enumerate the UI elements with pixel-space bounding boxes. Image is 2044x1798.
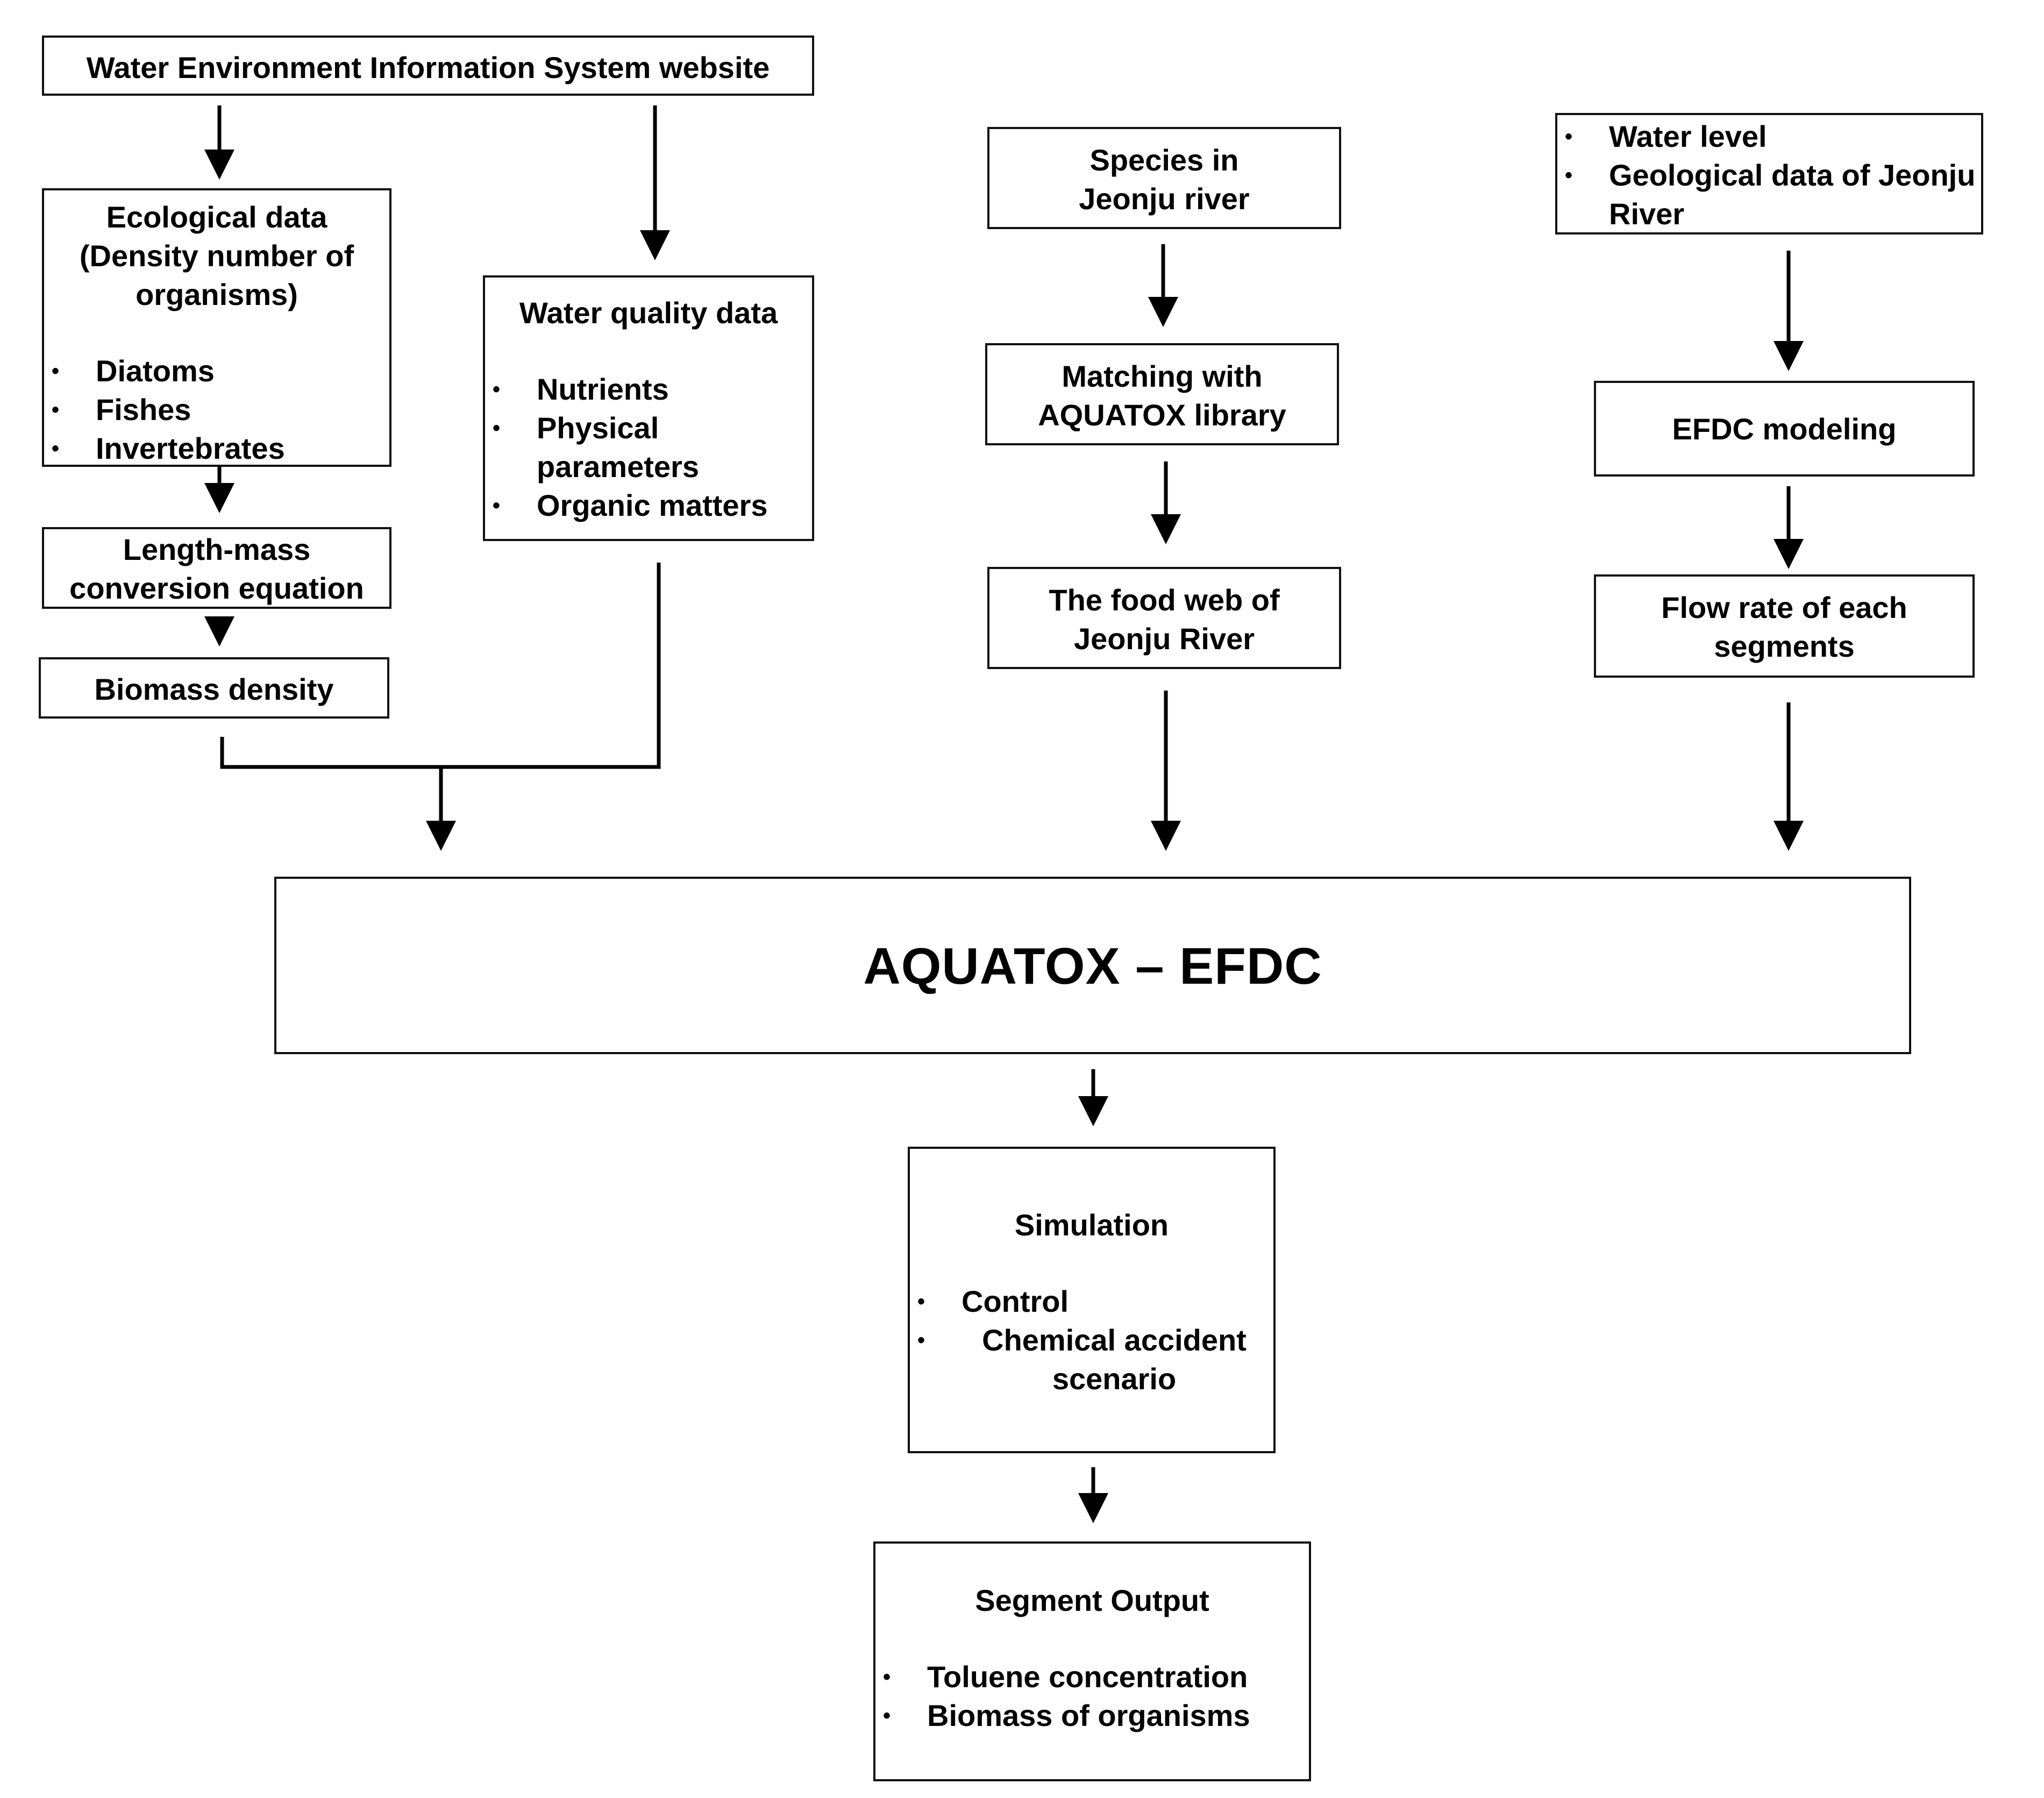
flow-rate-line: segments bbox=[1714, 629, 1855, 663]
list-item: •Chemical accident scenario bbox=[910, 1321, 1273, 1398]
length-mass-box: Length-mass conversion equation bbox=[42, 527, 391, 609]
matching-box: Matching with AQUATOX library bbox=[985, 343, 1339, 445]
list-item: •Fishes bbox=[44, 390, 389, 429]
weis-box: Water Environment Information System web… bbox=[42, 35, 814, 96]
ecological-title-line: (Density number of bbox=[79, 239, 354, 273]
biomass-density-box: Biomass density bbox=[39, 657, 389, 719]
list-item: •Nutrients bbox=[485, 370, 812, 409]
bullet-icon: • bbox=[493, 378, 501, 401]
hydro-inputs-box: •Water level •Geological data of Jeonju … bbox=[1555, 113, 1983, 234]
ecological-data-title: Ecological data (Density number of organ… bbox=[44, 198, 389, 314]
length-mass-line: conversion equation bbox=[69, 571, 364, 605]
species-box: Species in Jeonju river bbox=[987, 127, 1341, 229]
segment-output-list: •Toluene concentration •Biomass of organ… bbox=[875, 1658, 1309, 1735]
ecological-data-box: Ecological data (Density number of organ… bbox=[42, 188, 391, 467]
species-line: Species in bbox=[1089, 143, 1239, 177]
bullet-icon: • bbox=[883, 1704, 891, 1728]
bullet-icon: • bbox=[1565, 164, 1573, 187]
food-web-box: The food web of Jeonju River bbox=[987, 567, 1341, 669]
ecological-data-list: •Diatoms •Fishes •Invertebrates bbox=[44, 352, 389, 468]
bullet-icon: • bbox=[52, 398, 60, 422]
bullet-icon: • bbox=[493, 416, 501, 440]
weis-label: Water Environment Information System web… bbox=[86, 51, 770, 84]
bullet-icon: • bbox=[52, 359, 60, 383]
list-item: •Diatoms bbox=[44, 352, 389, 390]
water-quality-list: •Nutrients •Physical parameters •Organic… bbox=[485, 370, 812, 525]
list-item: •Physical parameters bbox=[485, 409, 812, 486]
aquatox-efdc-box: AQUATOX – EFDC bbox=[274, 877, 1911, 1054]
food-web-line: The food web of bbox=[1049, 583, 1280, 617]
bullet-icon: • bbox=[1565, 125, 1573, 148]
efdc-modeling-label: EFDC modeling bbox=[1672, 412, 1897, 446]
bullet-icon: • bbox=[917, 1328, 925, 1352]
list-item: •Toluene concentration bbox=[875, 1658, 1309, 1696]
list-item: •Geological data of Jeonju River bbox=[1557, 156, 1981, 233]
biomass-density-label: Biomass density bbox=[94, 672, 334, 706]
species-line: Jeonju river bbox=[1079, 182, 1250, 216]
water-quality-box: Water quality data •Nutrients •Physical … bbox=[483, 275, 814, 541]
flow-rate-line: Flow rate of each bbox=[1661, 591, 1907, 624]
food-web-line: Jeonju River bbox=[1073, 622, 1255, 656]
length-mass-line: Length-mass bbox=[123, 532, 311, 566]
bullet-icon: • bbox=[883, 1665, 891, 1689]
list-item: •Biomass of organisms bbox=[875, 1696, 1309, 1735]
aquatox-efdc-title: AQUATOX – EFDC bbox=[863, 937, 1322, 995]
efdc-modeling-box: EFDC modeling bbox=[1594, 381, 1975, 477]
hydro-inputs-list: •Water level •Geological data of Jeonju … bbox=[1557, 117, 1981, 233]
simulation-list: •Control •Chemical accident scenario bbox=[910, 1282, 1273, 1398]
list-item: •Invertebrates bbox=[44, 429, 389, 468]
matching-line: AQUATOX library bbox=[1038, 398, 1286, 432]
bullet-icon: • bbox=[52, 437, 60, 460]
flow-rate-box: Flow rate of each segments bbox=[1594, 574, 1975, 678]
bullet-icon: • bbox=[917, 1290, 925, 1313]
list-item: •Organic matters bbox=[485, 486, 812, 525]
matching-line: Matching with bbox=[1062, 359, 1263, 393]
simulation-title: Simulation bbox=[1014, 1208, 1169, 1242]
segment-output-box: Segment Output •Toluene concentration •B… bbox=[873, 1541, 1311, 1781]
ecological-title-line: Ecological data bbox=[106, 200, 327, 234]
simulation-box: Simulation •Control •Chemical accident s… bbox=[908, 1147, 1276, 1453]
water-quality-title: Water quality data bbox=[519, 296, 778, 330]
list-item: •Water level bbox=[1557, 117, 1981, 156]
list-item: •Control bbox=[910, 1282, 1273, 1321]
segment-output-title: Segment Output bbox=[975, 1583, 1209, 1617]
bullet-icon: • bbox=[493, 494, 501, 517]
ecological-title-line: organisms) bbox=[136, 278, 298, 311]
